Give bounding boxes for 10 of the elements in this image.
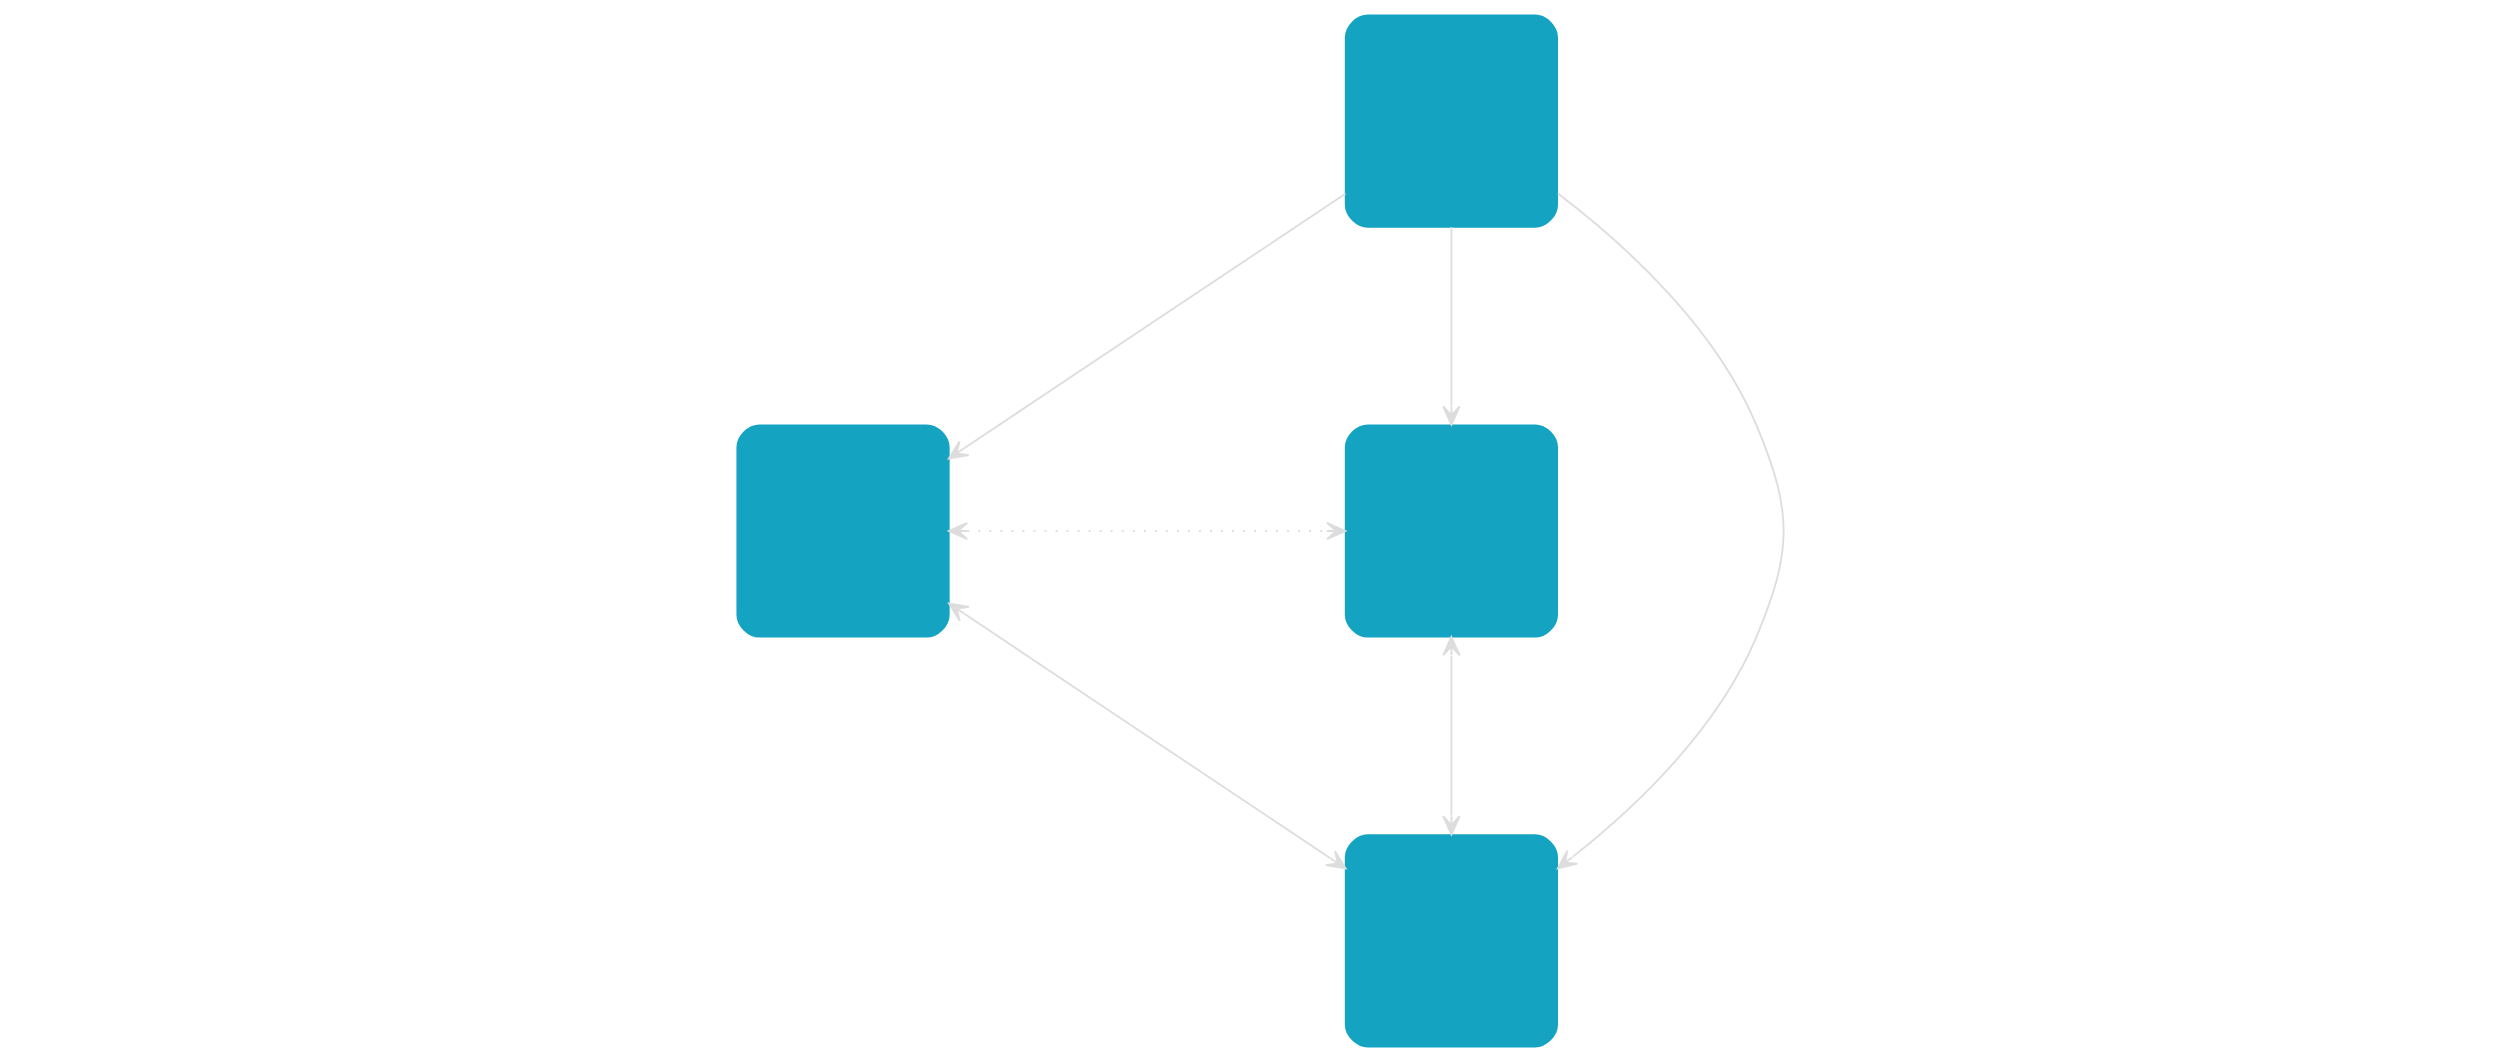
node-box: [735, 424, 950, 638]
arrow: [947, 521, 1346, 541]
node-box: [1344, 424, 1558, 638]
arrow: [1441, 636, 1461, 836]
arrow: [947, 192, 1346, 460]
arrow: [947, 602, 1347, 870]
arrow: [1556, 192, 1785, 870]
node-box: [1344, 834, 1558, 1048]
node-box: [1344, 14, 1558, 228]
arrow: [1441, 226, 1461, 426]
